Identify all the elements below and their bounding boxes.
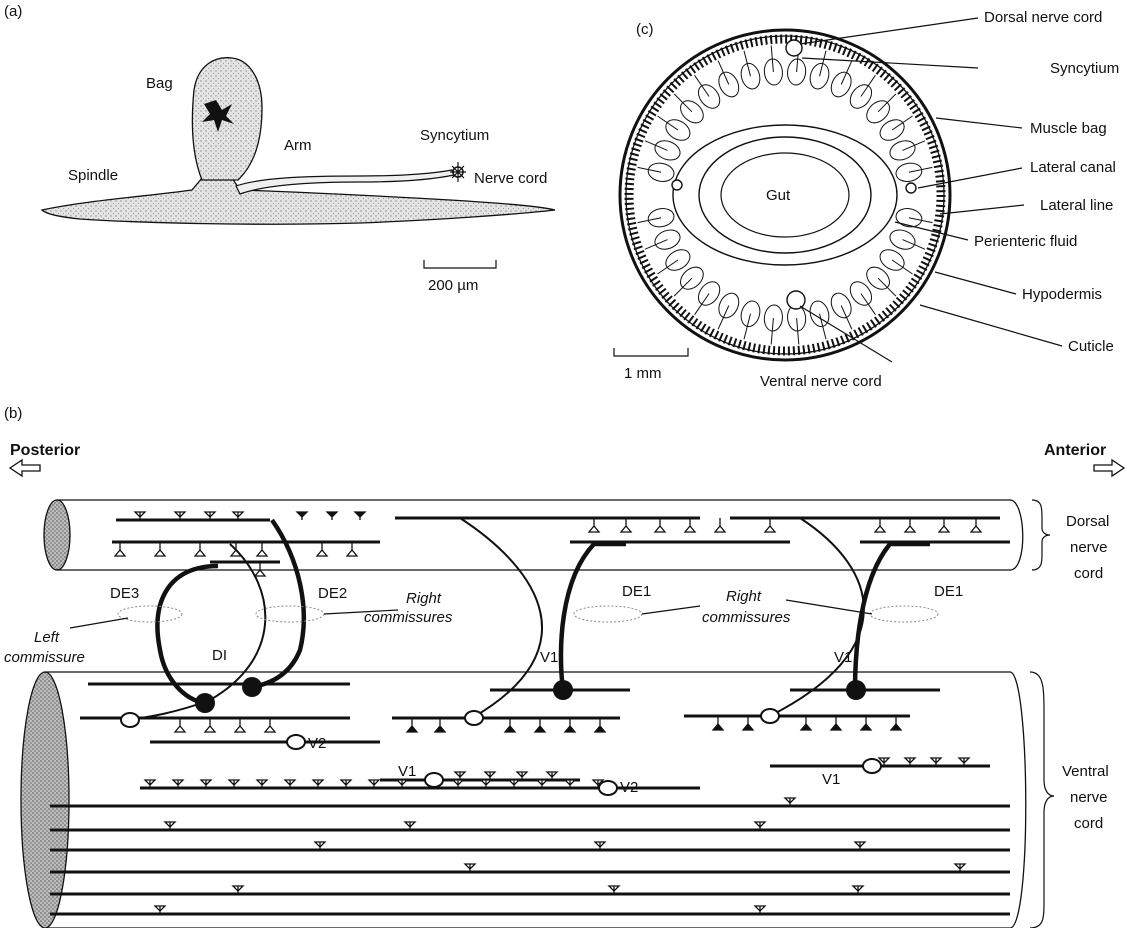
leader-right-comm-2: [642, 606, 700, 614]
callout-ventral-nerve-cord: Ventral nerve cord: [760, 373, 882, 390]
label-gut: Gut: [766, 187, 791, 204]
label-vi-2: V1: [834, 649, 852, 666]
callout-syncytium: Syncytium: [1050, 60, 1119, 77]
leader-lateral-line: [940, 205, 1024, 214]
ventral-cord-cylinder: [45, 672, 1026, 928]
anterior-arrow-icon: [1094, 460, 1124, 476]
dorsal-brace-label-1: Dorsal: [1066, 513, 1109, 530]
callout-cuticle: Cuticle: [1068, 338, 1114, 355]
label-vi-1: V1: [540, 649, 558, 666]
label-de1-2: DE1: [934, 583, 963, 600]
panel-c: (c) Gut Dorsal nerve cord Syncytium Musc…: [614, 9, 1119, 390]
dorsal-brace-label-2: nerve: [1070, 539, 1108, 556]
panel-a-tag: (a): [4, 3, 22, 20]
label-v2-2: V2: [620, 779, 638, 796]
panel-c-tag: (c): [636, 21, 654, 38]
de3-cell-body: [195, 693, 215, 713]
ventral-brace: [1030, 672, 1054, 928]
label-right-comm-2a: Right: [726, 588, 762, 605]
lateral-canal-left: [672, 180, 682, 190]
v1-cell-body-2: [863, 759, 881, 773]
de1-cell-body-1: [553, 680, 573, 700]
right-commissure-ring-2: [574, 606, 642, 622]
callout-lateral-line: Lateral line: [1040, 197, 1113, 214]
label-spindle: Spindle: [68, 167, 118, 184]
scale-label-c: 1 mm: [624, 365, 662, 382]
label-v2-1: V2: [308, 735, 326, 752]
right-commissure-ring-3: [870, 606, 938, 622]
label-arm: Arm: [284, 137, 312, 154]
leader-muscle-bag: [936, 118, 1022, 128]
label-syncytium: Syncytium: [420, 127, 489, 144]
callout-dorsal-nerve-cord: Dorsal nerve cord: [984, 9, 1102, 26]
leader-right-comm-3: [786, 600, 872, 614]
vi-cell-body-1: [465, 711, 483, 725]
ventral-brace-label-1: Ventral: [1062, 763, 1109, 780]
label-de1-1: DE1: [622, 583, 651, 600]
leader-cuticle: [920, 305, 1062, 346]
scale-bar-c: [614, 348, 688, 356]
dorsal-brace: [1032, 500, 1050, 570]
di-cell-body: [121, 713, 139, 727]
de2-cell-body: [242, 677, 262, 697]
dorsal-nerve-cord-c: [786, 40, 802, 56]
v2-cell-body-1: [287, 735, 305, 749]
label-left-comm-a: Left: [34, 629, 60, 646]
de1-cell-body-2: [846, 680, 866, 700]
vi-cell-body-2: [761, 709, 779, 723]
label-posterior: Posterior: [10, 442, 80, 459]
label-v1-1: V1: [398, 763, 416, 780]
label-di: DI: [212, 647, 227, 664]
ventral-brace-label-2: nerve: [1070, 789, 1108, 806]
label-nerve-cord: Nerve cord: [474, 170, 547, 187]
label-de2: DE2: [318, 585, 347, 602]
leader-left-comm: [70, 618, 128, 628]
label-v1-2: V1: [822, 771, 840, 788]
panel-a: (a) Bag Arm Spindle Syncytium Nerve cord…: [4, 3, 555, 294]
label-anterior: Anterior: [1044, 442, 1106, 459]
label-de3: DE3: [110, 585, 139, 602]
leader-dorsal: [800, 18, 978, 44]
left-commissure-ring: [118, 606, 182, 622]
v2-cell-body-2: [599, 781, 617, 795]
label-bag: Bag: [146, 75, 173, 92]
ventral-cord-end: [21, 672, 69, 928]
dorsal-cord-end: [44, 500, 70, 570]
callout-muscle-bag: Muscle bag: [1030, 120, 1107, 137]
panel-b: (b) Posterior Anterior: [4, 405, 1124, 928]
callout-hypodermis: Hypodermis: [1022, 286, 1102, 303]
v1-cell-body-1: [425, 773, 443, 787]
label-right-comm-2b: commissures: [702, 609, 791, 626]
callout-perienteric-fluid: Perienteric fluid: [974, 233, 1077, 250]
scale-bar-a: [424, 260, 496, 268]
nerve-cord-mark: [450, 162, 466, 182]
ventral-nerve-cord-c: [787, 291, 805, 309]
lateral-canal-right: [906, 183, 916, 193]
dorsal-brace-label-3: cord: [1074, 565, 1103, 582]
label-left-comm-b: commissure: [4, 649, 85, 666]
posterior-arrow-icon: [10, 460, 40, 476]
ventral-brace-label-3: cord: [1074, 815, 1103, 832]
scale-label-a: 200 µm: [428, 277, 478, 294]
panel-b-tag: (b): [4, 405, 22, 422]
leader-hypodermis: [935, 272, 1016, 294]
callout-lateral-canal: Lateral canal: [1030, 159, 1116, 176]
label-right-comm-1a: Right: [406, 590, 442, 607]
